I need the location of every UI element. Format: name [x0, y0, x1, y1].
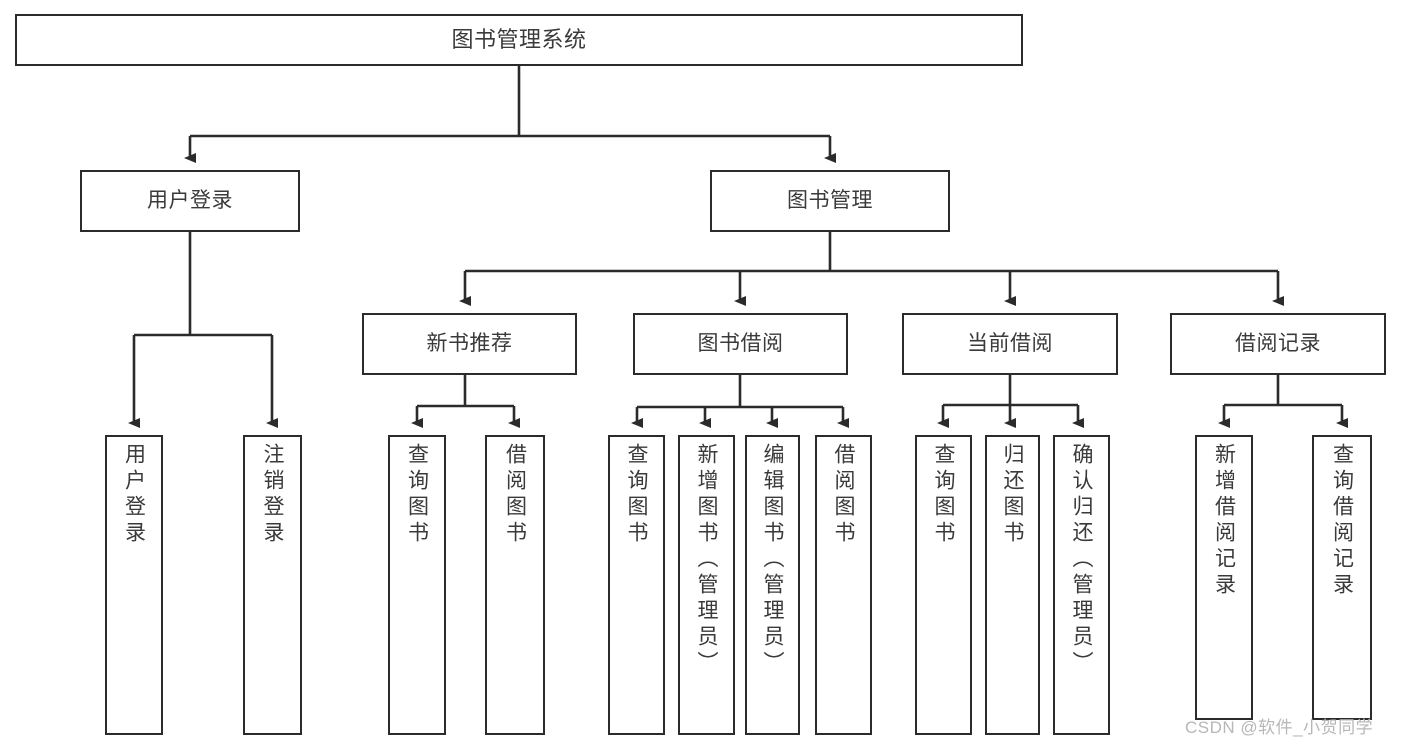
node-borrow-record[interactable]: 借阅记录 [1170, 313, 1386, 375]
node-user-login[interactable]: 用户登录 [80, 170, 300, 232]
leaf-new-book-query[interactable]: 查询图书 [388, 435, 446, 735]
node-label: 查询图书 [625, 443, 648, 547]
leaf-user-login-logout[interactable]: 注销登录 [243, 435, 302, 735]
node-label: 归还图书 [1001, 443, 1024, 547]
node-label: 查询图书 [932, 443, 955, 547]
leaf-current-return-book[interactable]: 归还图书 [985, 435, 1040, 735]
node-new-book-recommend[interactable]: 新书推荐 [362, 313, 577, 375]
node-label: 新增图书（管理员） [695, 443, 718, 677]
node-label: 借阅记录 [1235, 331, 1321, 355]
node-book-management[interactable]: 图书管理 [710, 170, 950, 232]
leaf-borrow-query-book[interactable]: 查询图书 [608, 435, 665, 735]
node-label: 查询图书 [405, 443, 429, 547]
leaf-new-book-borrow[interactable]: 借阅图书 [485, 435, 545, 735]
node-label: 用户登录 [122, 443, 146, 547]
node-label: 注销登录 [261, 443, 284, 547]
node-label: 借阅图书 [503, 443, 527, 547]
node-label: 编辑图书（管理员） [761, 443, 784, 677]
watermark-text: CSDN @软件_小贺同学 [1185, 718, 1374, 737]
leaf-borrow-borrow-book[interactable]: 借阅图书 [815, 435, 872, 735]
node-label: 新书推荐 [426, 331, 513, 355]
node-label: 图书管理 [787, 188, 873, 212]
leaf-record-add-record[interactable]: 新增借阅记录 [1195, 435, 1253, 720]
node-label: 借阅图书 [832, 443, 855, 547]
node-current-borrow[interactable]: 当前借阅 [902, 313, 1118, 375]
node-label: 图书借阅 [697, 331, 784, 355]
leaf-current-confirm-return-admin[interactable]: 确认归还（管理员） [1053, 435, 1110, 735]
leaf-borrow-add-book-admin[interactable]: 新增图书（管理员） [678, 435, 735, 735]
leaf-current-query-book[interactable]: 查询图书 [915, 435, 972, 735]
node-root-system[interactable]: 图书管理系统 [15, 14, 1023, 66]
node-label: 确认归还（管理员） [1070, 443, 1093, 677]
leaf-record-query-record[interactable]: 查询借阅记录 [1312, 435, 1372, 720]
node-label: 用户登录 [147, 188, 233, 212]
node-book-borrow[interactable]: 图书借阅 [633, 313, 848, 375]
leaf-user-login-login[interactable]: 用户登录 [105, 435, 163, 735]
node-label: 查询借阅记录 [1330, 443, 1354, 599]
node-label: 当前借阅 [967, 331, 1053, 355]
node-label: 图书管理系统 [451, 27, 587, 53]
leaf-borrow-edit-book-admin[interactable]: 编辑图书（管理员） [745, 435, 800, 735]
node-label: 新增借阅记录 [1212, 443, 1236, 599]
